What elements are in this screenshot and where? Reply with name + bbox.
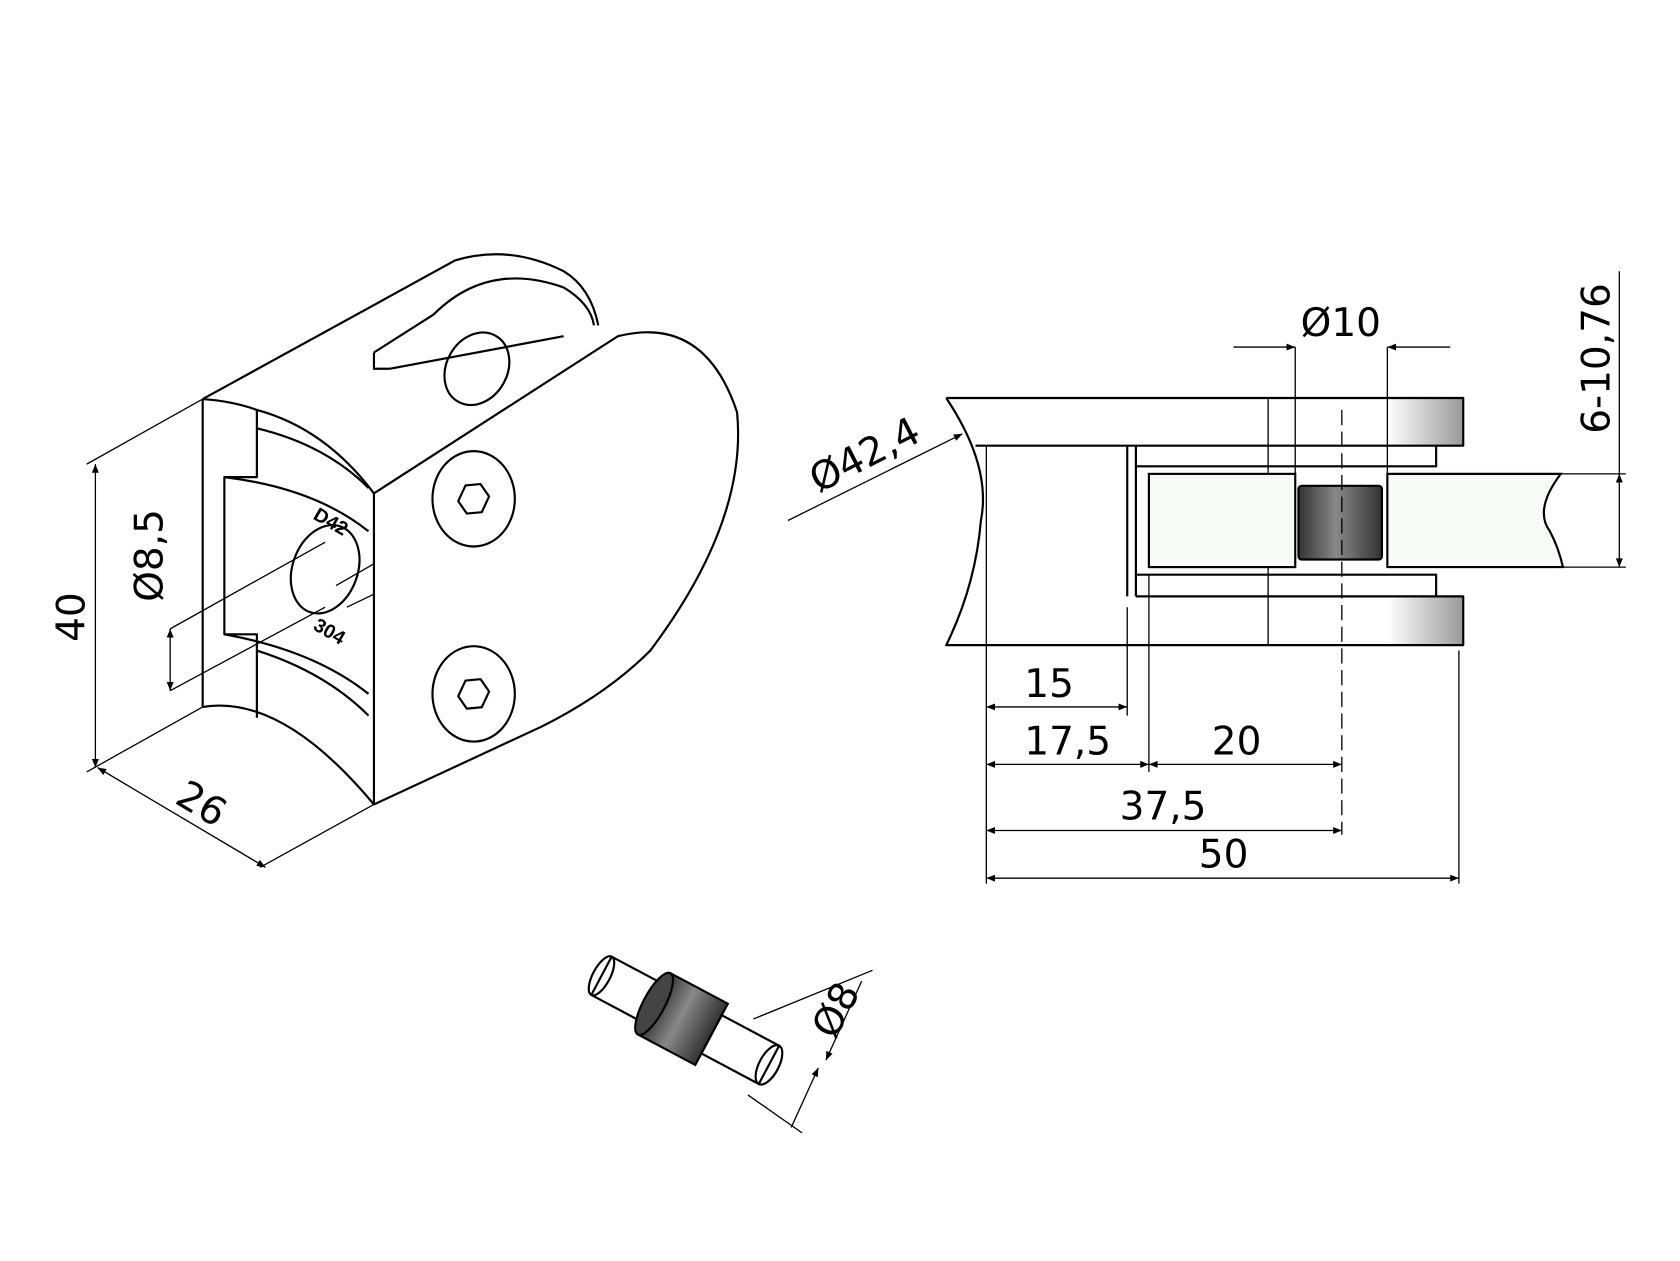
engraving-bottom: 304 [310, 614, 349, 649]
engraving-top: D42 [310, 504, 352, 541]
dim-17-5: 17,5 [1024, 720, 1111, 765]
dim-height-40: 40 [50, 592, 95, 642]
dim-pin-10: Ø10 [1301, 301, 1381, 346]
rubber-pin [1297, 484, 1384, 561]
glass-left [1147, 472, 1297, 569]
clamp-side-view: Ø42,4 Ø10 6-10,76 15 17,5 20 37,5 50 [787, 271, 1626, 884]
dim-pipe-42-4: Ø42,4 [802, 409, 927, 502]
screw-bottom-icon [431, 645, 516, 743]
glass-right [1386, 472, 1565, 569]
dim-15: 15 [1024, 662, 1074, 707]
dim-glass-thickness: 6-10,76 [1575, 283, 1620, 434]
screw-top-icon [431, 450, 516, 548]
pin-isometric-view: Ø8 [587, 955, 873, 1134]
dim-depth-26: 26 [168, 772, 234, 836]
clamp-isometric-view: D42 304 40 Ø8,5 26 [50, 253, 740, 868]
dim-50: 50 [1199, 832, 1249, 877]
dim-37-5: 37,5 [1120, 785, 1207, 830]
dim-hole-8-5: Ø8,5 [128, 509, 173, 602]
dim-20: 20 [1212, 720, 1262, 765]
